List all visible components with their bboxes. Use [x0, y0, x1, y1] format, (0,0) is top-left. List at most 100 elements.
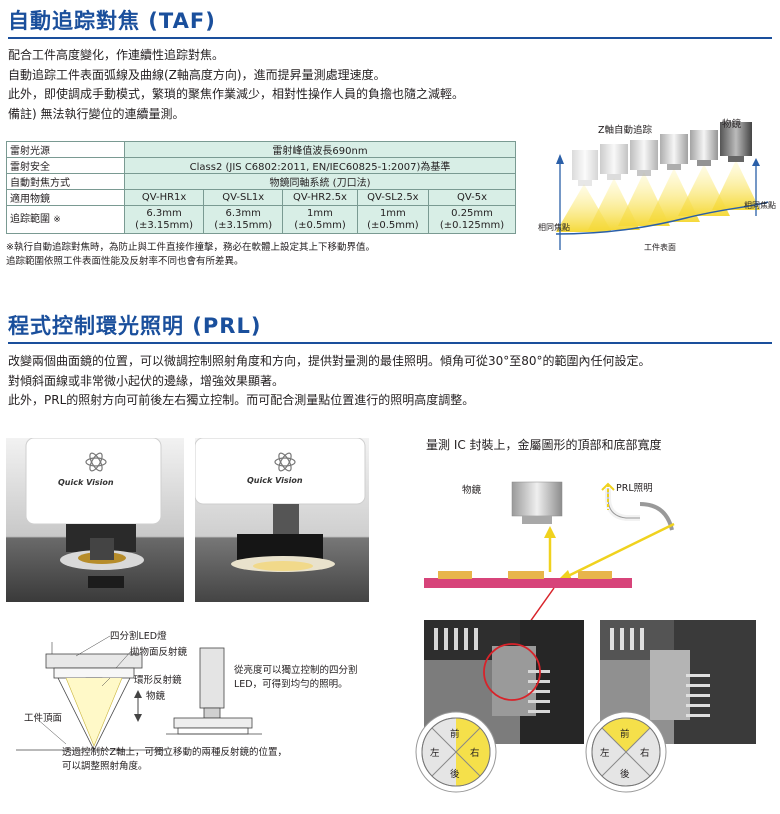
same-focus-label: 相同焦點	[744, 201, 776, 210]
schematic-caption-bottom: 透過控制於Z軸上，可獨立移動的兩種反射鏡的位置， 可以調整照射角度。	[62, 744, 287, 772]
surface-label: 工件表面	[644, 243, 676, 252]
spec-label: 適用物鏡	[6, 189, 125, 206]
taf-spec-table: 雷射光源 雷射峰值波長690nm 雷射安全 Class2 (JIS C6802:…	[6, 141, 516, 234]
objective-label: 物鏡	[722, 119, 742, 130]
taf-title: 自動追踪對焦 (TAF)	[8, 9, 216, 33]
table-row: 自動對焦方式 物鏡同軸系統 (刀口法)	[6, 173, 516, 190]
table-row: 雷射光源 雷射峰值波長690nm	[6, 141, 516, 158]
workpiece-surface	[555, 201, 769, 235]
ic-substrate	[424, 578, 632, 588]
range-main: 6.3mm	[225, 207, 261, 219]
range-sub: (±3.15mm)	[135, 219, 194, 231]
arrow-up-icon	[752, 158, 760, 166]
table-row: 雷射安全 Class2 (JIS C6802:2011, EN/IEC60825…	[6, 157, 516, 174]
objective-icon	[511, 481, 563, 517]
prl-light-label: PRL照明	[616, 483, 653, 494]
quad-back-label: 後	[620, 769, 630, 780]
z-tracking-label: Z軸自動追踪	[598, 125, 653, 136]
taf-diagram: Z軸自動追踪 物鏡 相同焦點 相同焦點 工件表面	[536, 112, 776, 260]
range-cell: 1mm(±0.5mm)	[282, 205, 358, 234]
range-main: 0.25mm	[451, 207, 493, 219]
table-row: 追踪範圍 ※ 6.3mm(±3.15mm) 6.3mm(±3.15mm) 1mm…	[6, 205, 516, 234]
table-row: 適用物鏡 QV-HR1x QV-SL1x QV-HR2.5x QV-SL2.5x…	[6, 189, 516, 206]
ic-figure-graphic	[415, 481, 756, 793]
spec-value: 物鏡同軸系統 (刀口法)	[124, 173, 516, 190]
objective-cell: QV-HR1x	[123, 189, 205, 206]
spec-label: 雷射光源	[6, 141, 125, 158]
quad-front-label: 前	[450, 729, 460, 740]
spec-value: 雷射峰值波長690nm	[124, 141, 516, 158]
range-label: 追踪範圍	[10, 213, 50, 225]
prl-schematic-graphic	[16, 635, 262, 751]
arrow-up-icon	[544, 526, 556, 538]
caption-line: 從亮度可以獨立控制的四分割	[234, 665, 358, 676]
quad-front-label: 前	[620, 729, 630, 740]
spec-label: 雷射安全	[6, 157, 125, 174]
taf-note: ※執行自動追踪對焦時，為防止與工件直接作撞擊，務必在軟體上設定其上下移動界值。	[6, 242, 375, 253]
spec-label: 追踪範圍 ※	[6, 205, 125, 234]
quad-back-label: 後	[450, 769, 460, 780]
quad-left-label: 左	[600, 748, 610, 759]
prl-description: 改變兩個曲面鏡的位置，可以微調控制照射角度和方向，提供對量測的最佳照明。傾角可從…	[8, 352, 651, 411]
range-sub: (±0.5mm)	[367, 219, 419, 231]
prl-schematic: 四分割LED燈 拋物面反射鏡 環形反射鏡 物鏡 工件頂面 從亮度可以獨立控制的四…	[6, 626, 386, 776]
caption-line: 可以調整照射角度。	[62, 761, 148, 772]
prl-paragraph: 此外，PRL的照射方向可前後左右獨立控制。而可配合測量點位置進行的照明高度調整。	[8, 393, 475, 407]
quad-right-label: 右	[470, 748, 480, 759]
taf-notes: ※執行自動追踪對焦時，為防止與工件直接作撞擊，務必在軟體上設定其上下移動界值。 …	[6, 241, 375, 269]
range-sub: (±3.15mm)	[214, 219, 273, 231]
spec-value: Class2 (JIS C6802:2011, EN/IEC60825-1:20…	[124, 157, 516, 174]
range-main: 6.3mm	[146, 207, 182, 219]
objective-cell: QV-SL2.5x	[356, 189, 430, 206]
range-main: 1mm	[379, 207, 406, 219]
prl-title-rule	[8, 342, 772, 344]
taf-description: 配合工件高度變化，作連續性追踪對焦。 自動追踪工件表面弧線及曲線(Z軸高度方向)…	[8, 46, 464, 124]
led-label: 四分割LED燈	[110, 631, 167, 642]
ic-title: 量測 IC 封裝上，金屬圖形的頂部和底部寬度	[426, 438, 662, 452]
ic-figure: 物鏡 PRL照明 前 左 右 後 前 左 右 後	[404, 460, 776, 810]
objective-label: 物鏡	[462, 485, 482, 496]
parabolic-mirror-label: 拋物面反射鏡	[130, 647, 188, 658]
taf-paragraph: 備註) 無法執行變位的連續量測。	[8, 106, 185, 121]
taf-paragraph: 配合工件高度變化，作連續性追踪對焦。	[8, 48, 225, 62]
range-note-mark: ※	[53, 214, 61, 225]
range-cell: 0.25mm(±0.125mm)	[428, 205, 516, 234]
range-sub: (±0.125mm)	[439, 219, 505, 231]
objective-cell: QV-HR2.5x	[282, 189, 358, 206]
taf-note: 追踪範圍依照工件表面性能及反射率不同也會有所差異。	[6, 256, 244, 267]
quad-right-label: 右	[640, 748, 650, 759]
quadrant-control-right	[585, 711, 667, 793]
range-sub: (±0.5mm)	[294, 219, 346, 231]
taf-diagram-graphic	[555, 122, 769, 250]
objective-label: 物鏡	[146, 691, 166, 702]
logo-icon	[85, 452, 107, 472]
range-cell: 1mm(±0.5mm)	[356, 205, 430, 234]
arrow-down-icon	[134, 714, 142, 722]
quadrant-control-left	[415, 711, 497, 793]
objective-cell: QV-5x	[428, 189, 516, 206]
taf-paragraph: 自動追踪工件表面弧線及曲線(Z軸高度方向)，進而提昇量測處理速度。	[8, 67, 386, 82]
objective-cell: QV-SL1x	[203, 189, 284, 206]
brand-label: Quick Vision	[58, 478, 114, 487]
caption-line: LED，可得到均勻的照明。	[234, 679, 348, 690]
brand-label: Quick Vision	[247, 476, 303, 485]
same-focus-label: 相同焦點	[538, 223, 570, 232]
prl-paragraph: 改變兩個曲面鏡的位置，可以微調控制照射角度和方向，提供對量測的最佳照明。傾角可從…	[8, 354, 651, 368]
ring-mirror-label: 環形反射鏡	[134, 675, 182, 686]
taf-paragraph: 此外，即使調成手動模式，繁瑣的聚焦作業減少，相對性操作人員的負擔也隨之減輕。	[8, 87, 465, 101]
prl-paragraph: 對傾斜面線或非常微小起伏的邊緣，增強效果顯著。	[8, 373, 285, 388]
prl-photo-1: Quick Vision	[6, 438, 184, 602]
schematic-caption-right: 從亮度可以獨立控制的四分割 LED，可得到均勻的照明。	[234, 662, 358, 690]
arrow-up-icon	[556, 154, 564, 164]
prl-title: 程式控制環光照明 (PRL)	[8, 314, 262, 338]
range-cell: 6.3mm(±3.15mm)	[123, 205, 205, 234]
caption-line: 透過控制於Z軸上，可獨立移動的兩種反射鏡的位置，	[62, 747, 288, 758]
range-main: 1mm	[307, 207, 333, 219]
prl-photo-2: Quick Vision	[195, 438, 369, 602]
range-cell: 6.3mm(±3.15mm)	[203, 205, 284, 234]
objective-icon	[720, 122, 752, 156]
spec-label: 自動對焦方式	[6, 173, 125, 190]
taf-title-rule	[8, 37, 772, 39]
logo-icon	[274, 452, 296, 472]
quad-left-label: 左	[430, 748, 440, 759]
